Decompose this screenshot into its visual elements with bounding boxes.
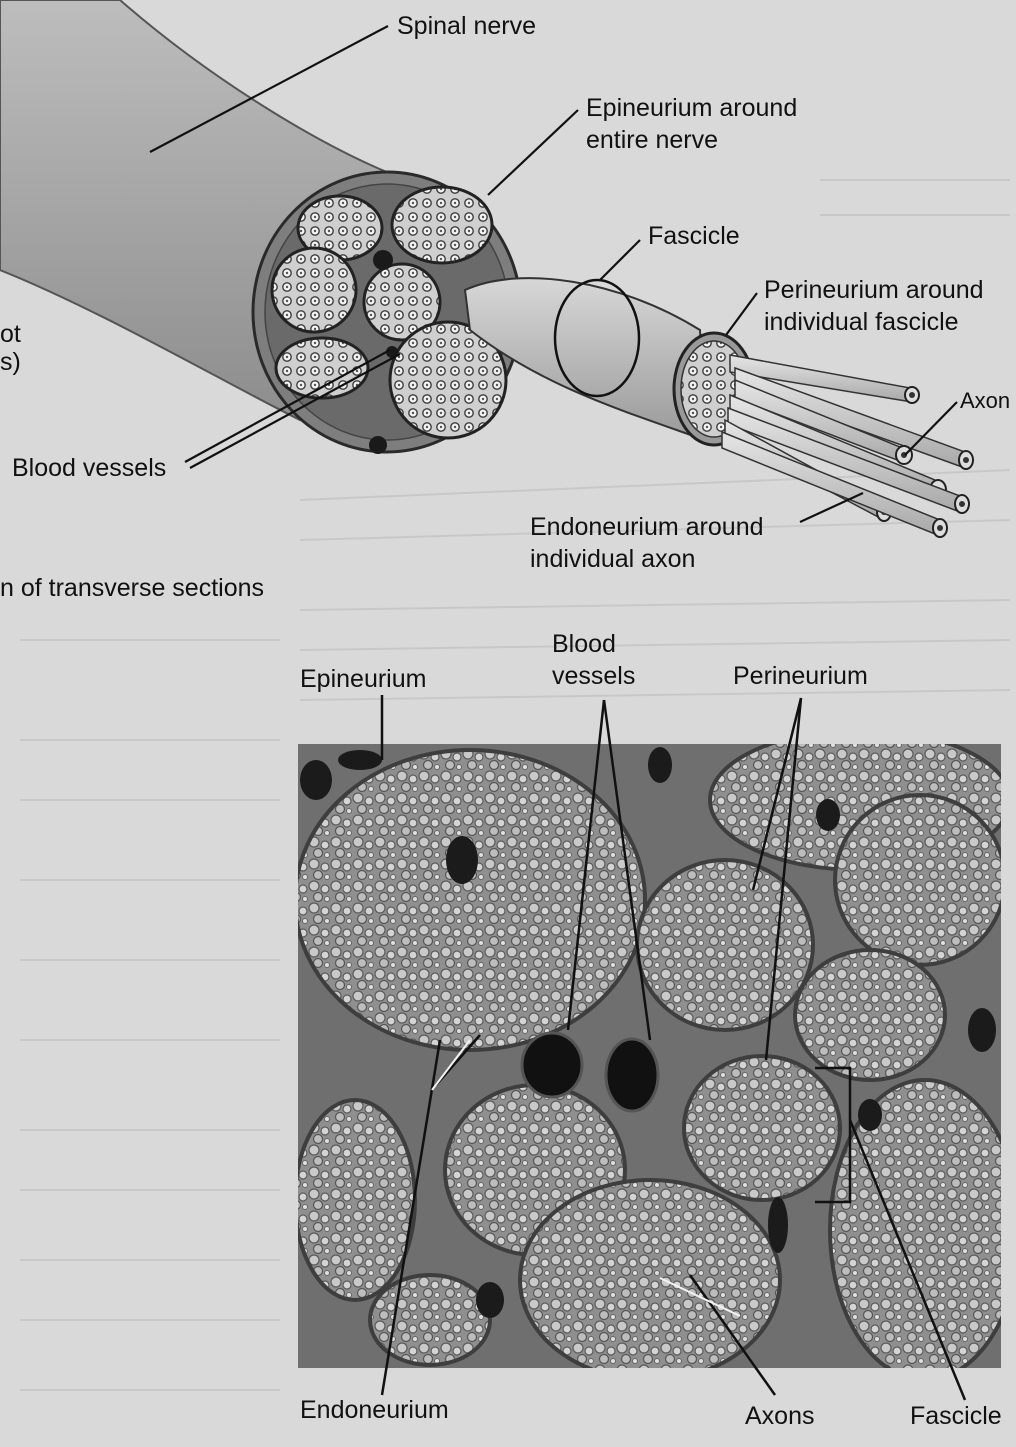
photo-leader-lines (380, 695, 967, 1401)
photo-leader-lines-white (431, 1039, 741, 1317)
label-axons-photo: Axons (745, 1402, 815, 1430)
top-leader-lines (149, 25, 958, 523)
label-fascicle-photo: Fascicle (910, 1402, 1002, 1430)
label-epineurium-around-line1: Epineurium around (586, 94, 798, 122)
sem-micrograph (298, 744, 1001, 1368)
nerve-cross-section (251, 170, 523, 454)
label-endoneurium-around-line2: individual axon (530, 545, 696, 573)
label-perineurium-around-line1: Perineurium around (764, 276, 984, 304)
label-endoneurium-around-line1: Endoneurium around (530, 513, 764, 541)
label-perineurium-photo: Perineurium (733, 662, 868, 690)
label-axon-top: Axon (960, 388, 1011, 413)
label-blood-vessels-photo-line1: Blood (552, 630, 616, 658)
background-page-texture (20, 179, 1011, 1391)
label-endoneurium-photo: Endoneurium (300, 1396, 449, 1424)
label-spinal-nerve: Spinal nerve (397, 12, 536, 40)
label-cut-paren-fragment: s) (0, 348, 21, 376)
label-blood-vessels-photo-line2: vessels (552, 662, 636, 690)
label-epineurium-photo: Epineurium (300, 665, 427, 693)
label-perineurium-around-line2: individual fascicle (764, 308, 959, 336)
label-epineurium-around-line2: entire nerve (586, 126, 719, 154)
label-cut-root-fragment: ot (0, 320, 21, 348)
axon-label-clip: Axon (960, 385, 1016, 419)
label-transverse-sections: n of transverse sections (0, 574, 265, 602)
label-blood-vessels-left: Blood vessels (12, 454, 167, 482)
individual-axons (721, 354, 974, 538)
label-fascicle-top: Fascicle (648, 222, 740, 250)
